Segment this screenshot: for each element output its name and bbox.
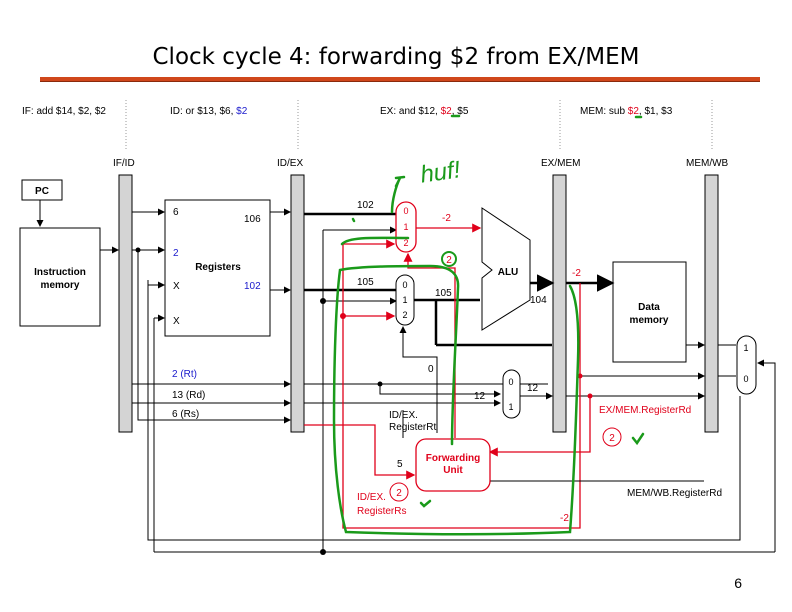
ann-2-mux: 2: [446, 255, 452, 266]
label-if-id: IF/ID: [113, 158, 135, 169]
alu-out: 104: [530, 295, 547, 306]
mux-wb-1: 1: [743, 343, 748, 353]
handwritten-annotations: [332, 114, 645, 536]
bottom-neg2: -2: [560, 513, 569, 524]
reg-in-3: X: [173, 281, 180, 292]
mux-out-b: 105: [435, 288, 452, 299]
alu-in-a: -2: [442, 213, 451, 224]
mux-b-1: 1: [402, 295, 407, 305]
data-memory: [612, 261, 687, 363]
reg-in-1: 6: [173, 207, 179, 218]
dest-12-out: 12: [527, 383, 539, 394]
if-id-register: [118, 174, 133, 433]
idex-register-rt: ID/EX.RegisterRt: [389, 410, 436, 433]
stage-separators: [125, 100, 713, 150]
stage-ex: EX: and $12, $2, $5: [380, 106, 469, 117]
handwritten-note: huf!: [419, 156, 463, 188]
stage-mem: MEM: sub $2, $1, $3: [580, 106, 673, 117]
mux-a: [395, 201, 417, 253]
mux-b-2: 2: [402, 310, 407, 320]
ex-mem-register: [552, 174, 567, 433]
instruction-memory: [19, 227, 101, 327]
title-rule: [40, 77, 760, 82]
ann-2-exmem: 2: [609, 433, 615, 444]
mem-wb-register: [704, 174, 719, 433]
mux-wb: [736, 335, 757, 395]
mux-b-0: 0: [402, 280, 407, 290]
fu-sel-b: 0: [428, 364, 434, 375]
slide-title: Clock cycle 4: forwarding $2 from EX/MEM: [152, 44, 640, 70]
idex-out-1: 102: [357, 200, 374, 211]
dest-12-in: 12: [474, 391, 486, 402]
fu-rs-val: 5: [397, 459, 403, 470]
id-ex-register: [290, 174, 305, 433]
label-id-ex: ID/EX: [277, 158, 303, 169]
pc-label: PC: [35, 186, 49, 197]
stage-if: IF: add $14, $2, $2: [22, 106, 106, 117]
mux-a-2: 2: [403, 238, 408, 248]
label-mem-wb: MEM/WB: [686, 158, 729, 169]
alu: [481, 207, 531, 331]
registers-label: Registers: [195, 262, 241, 273]
rs-label: 6 (Rs): [172, 409, 199, 420]
reg-in-4: X: [173, 316, 180, 327]
reg-out-1: 106: [244, 214, 261, 225]
label-ex-mem: EX/MEM: [541, 158, 580, 169]
idex-register-rs: ID/EX.RegisterRs: [357, 492, 406, 517]
reg-out-2: 102: [244, 281, 261, 292]
mux-wb-0: 0: [743, 374, 748, 384]
rt-label: 2 (Rt): [172, 369, 197, 380]
idex-out-2: 105: [357, 277, 374, 288]
alu-label: ALU: [498, 267, 519, 278]
stage-id: ID: or $13, $6, $2: [170, 106, 248, 117]
memwb-register-rd: MEM/WB.RegisterRd: [627, 488, 722, 499]
exmem-out: -2: [572, 268, 581, 279]
mux-dest-0: 0: [508, 377, 513, 387]
register-file: [164, 199, 271, 337]
mux-a-1: 1: [403, 222, 408, 232]
exmem-register-rd: EX/MEM.RegisterRd: [599, 405, 691, 416]
mux-dest-1: 1: [508, 402, 513, 412]
mux-dest: [502, 369, 521, 419]
ann-2-rs: 2: [396, 488, 402, 499]
pc-block: [21, 179, 63, 201]
reg-in-2: 2: [173, 248, 179, 259]
mux-a-0: 0: [403, 206, 408, 216]
page-number: 6: [734, 575, 742, 591]
rd-label: 13 (Rd): [172, 390, 205, 401]
